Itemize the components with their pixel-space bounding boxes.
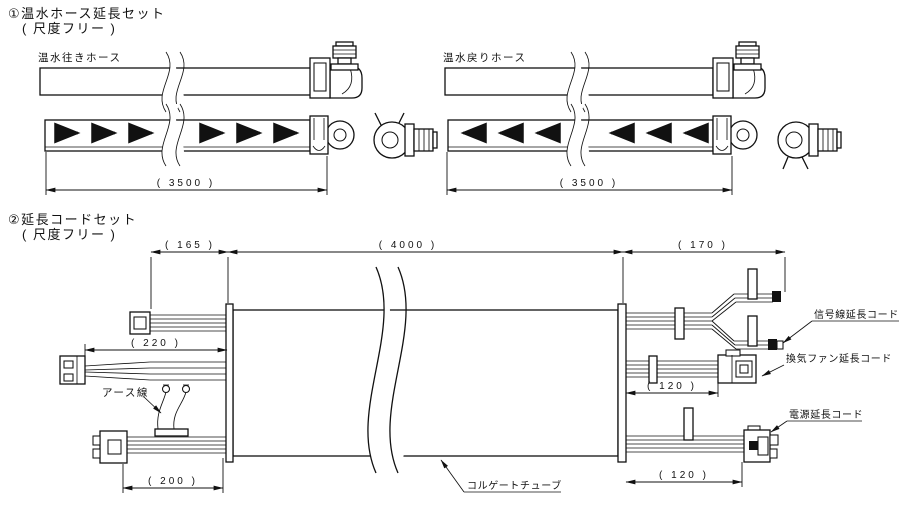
signal-branch-end-lower [768,339,777,350]
dim-3500-left: ( 3500 ) [45,152,328,195]
dim-220: ( 220 ) [84,338,228,358]
tube-left-cap [225,303,234,463]
outgoing-hose-assembly: 温水往きホース [38,41,438,195]
dim-120-power: ( 120 ) [625,462,743,487]
power-cord-right: 電源延長コード ( 120 ) [625,407,863,487]
ferrite-tube [674,307,685,340]
outgoing-hose-label: 温水往きホース [38,51,121,64]
section2-scale-note: ( 尺度フリー ) [22,227,116,242]
signal-cord-right: 信号線延長コード [626,268,899,350]
loop-fitting-right [777,121,842,170]
section1-title: ①温水ホース延長セット [8,6,166,21]
dim-3500-right: ( 3500 ) [446,152,733,195]
ferrite-tube [683,407,694,441]
dim-200: ( 200 ) [122,458,224,493]
middle-cord-left: ( 220 ) [59,338,228,385]
dim-120-fan-label: ( 120 ) [647,381,697,392]
dim-4000: ( 4000 ) [227,240,624,303]
dim-3500-left-label: ( 3500 ) [157,178,215,189]
fan-cord-label: 換気ファン延長コード [786,352,892,365]
dim-170: ( 170 ) [622,240,786,292]
earth-wire: アース線 [102,384,191,437]
fan-cord-right: 換気ファン延長コード ( 120 ) [625,349,892,397]
dim-170-label: ( 170 ) [678,240,728,251]
signal-cord-label: 信号線延長コード [814,308,899,321]
dim-200-label: ( 200 ) [148,476,198,487]
earth-terminal-plate [154,428,189,437]
cord-extension-section: ②延長コードセット ( 尺度フリー ) ( 165 ) ( 4000 ) ( 1 [8,212,899,493]
hose-clamp-fitting [309,115,355,155]
power-cord-left: アース線 ( 200 ) [92,384,226,493]
hose-extension-section: ①温水ホース延長セット ( 尺度フリー ) 温水往きホース [8,6,842,195]
dim-3500-right-label: ( 3500 ) [560,178,618,189]
section2-title: ②延長コードセット [8,212,137,227]
dim-165: ( 165 ) [150,240,229,309]
ferrite-tube [747,315,758,347]
hose-clamp-fitting [712,115,758,155]
earth-wire-label: アース線 [102,386,149,399]
elbow-fitting [712,41,766,99]
ferrite-tube [648,355,658,384]
dim-120-fan: ( 120 ) [625,381,719,397]
elbow-fitting [309,41,363,99]
return-hose-assembly: 温水戻りホース [443,41,842,195]
dim-4000-label: ( 4000 ) [379,240,437,251]
dim-165-label: ( 165 ) [165,240,215,251]
corrugated-tube [225,266,627,474]
tube-right-cap [617,303,627,463]
dim-120-power-label: ( 120 ) [659,470,709,481]
dim-220-label: ( 220 ) [131,338,181,349]
signal-branch-end-upper [772,291,781,302]
ferrite-tube [747,268,758,300]
tube-callout: コルゲートチューブ [440,459,562,493]
signal-cord-left [129,311,226,335]
tube-label: コルゲートチューブ [467,479,562,492]
loop-fitting-left [373,112,438,159]
power-cord-label: 電源延長コード [789,408,863,421]
section1-scale-note: ( 尺度フリー ) [22,21,116,36]
return-hose-label: 温水戻りホース [443,51,526,64]
